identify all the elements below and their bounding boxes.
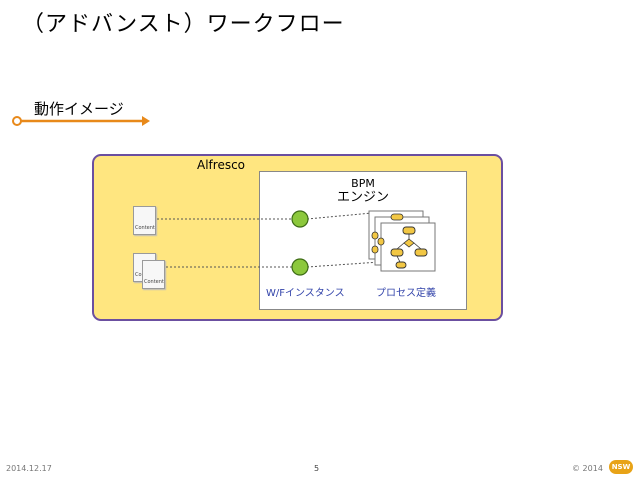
slide-subtitle: 動作イメージ (34, 100, 124, 118)
flow-node-right (414, 248, 428, 257)
flow-node-top (402, 226, 416, 235)
bpm-engine-label: BPM エンジン (259, 177, 467, 205)
flow-gateway (403, 238, 415, 248)
flow-edge (396, 242, 405, 250)
flow-node (371, 245, 379, 254)
content-document-front: Content (142, 260, 165, 289)
content-document: Content (133, 206, 156, 235)
slide-title: （アドバンスト）ワークフロー (22, 12, 345, 37)
link-node2-process (306, 261, 381, 268)
alfresco-label: Alfresco (197, 158, 246, 172)
footer-date: 2014.12.17 (6, 464, 52, 473)
bpm-label-line2: エンジン (336, 190, 389, 205)
company-logo: NSW (609, 460, 633, 474)
flow-edge (413, 242, 422, 250)
wf-instance-caption: W/Fインスタンス (266, 288, 345, 299)
flow-edge (396, 255, 401, 263)
footer-page-number: 5 (314, 464, 320, 473)
wf-instance-node (291, 210, 309, 228)
footer-copyright: © 2014 (572, 464, 603, 473)
process-definition-caption: プロセス定義 (376, 288, 436, 299)
flow-node (390, 213, 404, 221)
wf-instance-node (291, 258, 309, 276)
flow-node (377, 237, 385, 246)
flow-node (371, 231, 379, 240)
link-node1-process (306, 212, 373, 220)
subtitle-arrowhead (142, 116, 150, 126)
subtitle-start-marker (12, 116, 22, 126)
bpm-label-line1: BPM (351, 177, 375, 190)
flow-node-left (390, 248, 404, 257)
flow-node-bottom (395, 261, 407, 269)
